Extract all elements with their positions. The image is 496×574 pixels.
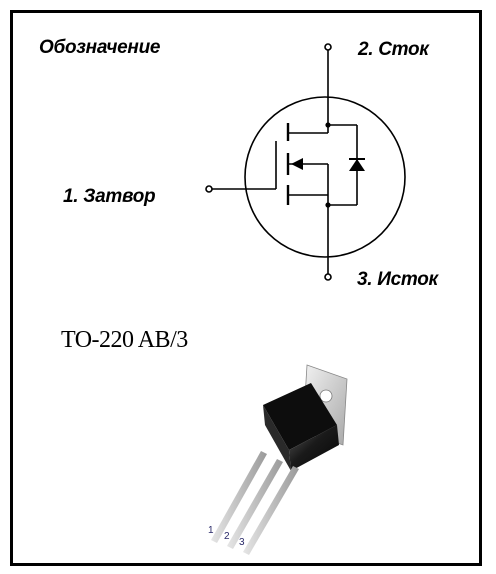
symbol-circle <box>244 96 406 258</box>
pin-number-1: 1 <box>208 525 214 536</box>
gate-label: 1. Затвор <box>63 186 156 207</box>
drain-label: 2. Сток <box>358 39 429 60</box>
lead-3 <box>243 466 299 555</box>
mounting-hole <box>319 389 333 403</box>
to220-package-illustration <box>211 364 348 555</box>
package-label: TO-220 AB/3 <box>61 327 188 353</box>
drain-junction-dot <box>325 122 331 128</box>
source-label: 3. Исток <box>357 269 438 290</box>
lead-2 <box>227 459 283 549</box>
package-body-front <box>289 425 339 471</box>
lead-1 <box>211 451 267 543</box>
diode-triangle-icon <box>349 159 365 171</box>
pin-number-3: 3 <box>239 537 245 548</box>
package-body-side <box>263 405 291 471</box>
diagram-frame: Обозначение 2. Сток 1. Затвор 3. Исток T… <box>10 10 482 566</box>
mosfet-symbol <box>205 43 406 281</box>
designation-title: Обозначение <box>39 37 161 58</box>
source-junction-dot <box>325 202 331 208</box>
package-body-top <box>263 383 337 450</box>
pin-number-2: 2 <box>224 531 230 542</box>
channel-arrow-icon <box>291 158 303 170</box>
